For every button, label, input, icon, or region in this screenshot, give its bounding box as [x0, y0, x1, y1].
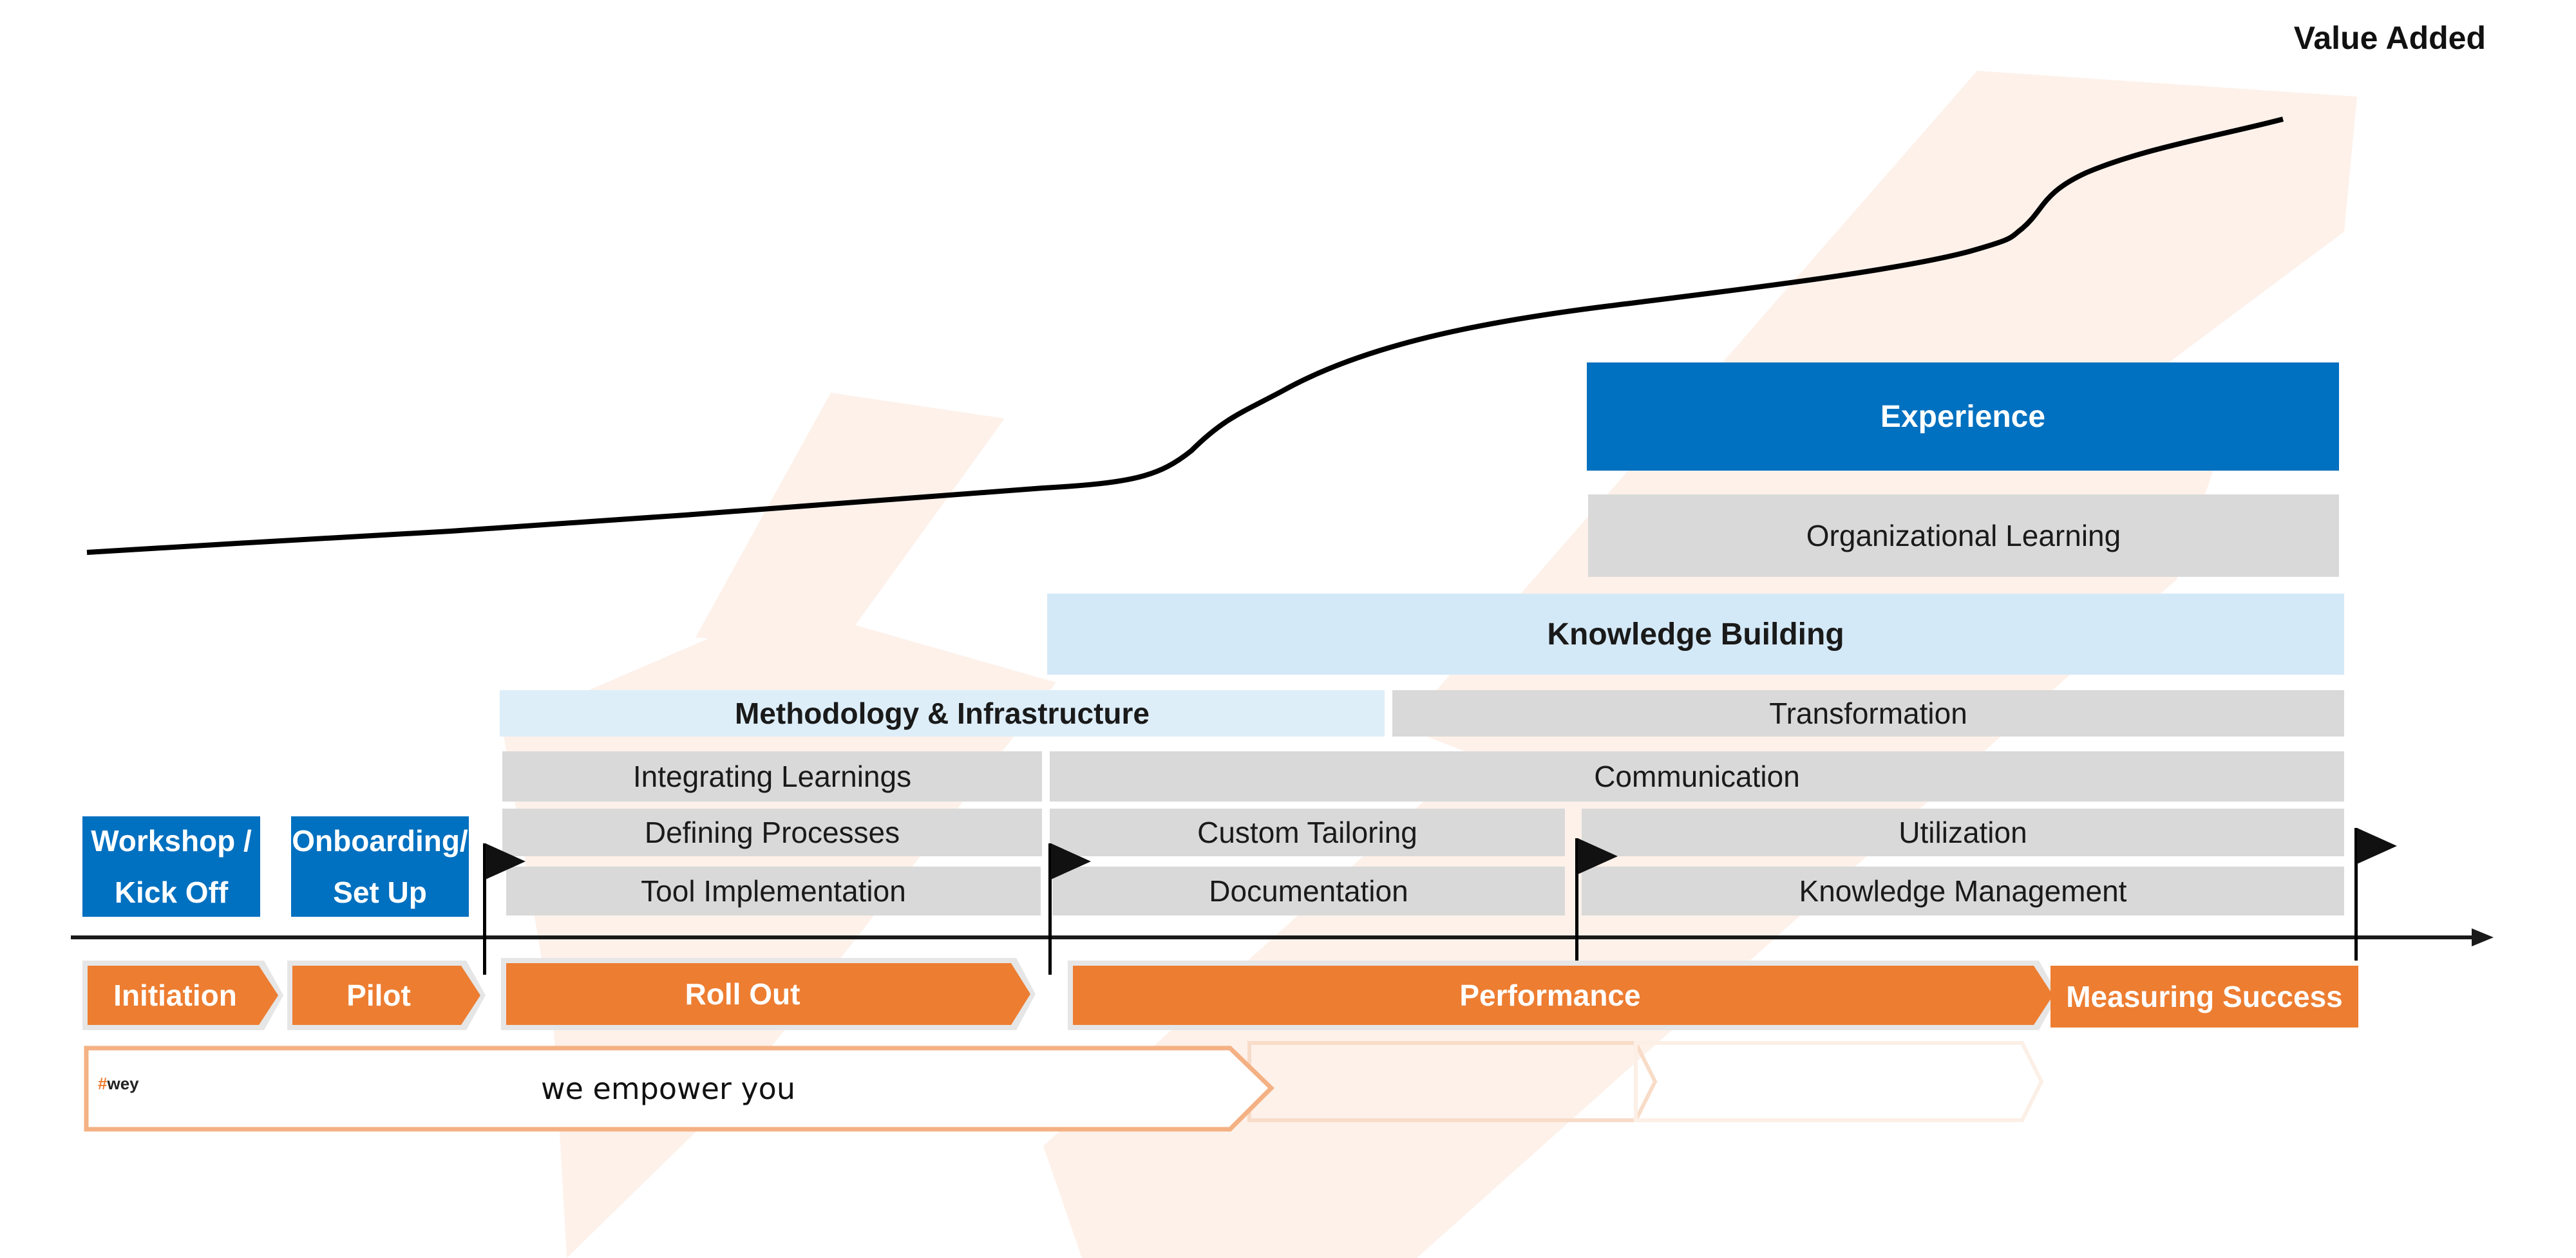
- phase-pilot: Pilot: [292, 966, 480, 1025]
- onboarding-setup-box: Onboarding/ Set Up: [291, 816, 469, 917]
- transformation-block: Transformation: [1392, 690, 2344, 737]
- defining-processes-block: Defining Processes: [502, 809, 1042, 856]
- workshop-line-2: Kick Off: [114, 876, 229, 909]
- phase-performance: Performance: [1073, 966, 2053, 1025]
- wey-logo-hash: #: [98, 1074, 108, 1093]
- milestone-flag-3-icon: [1578, 838, 1618, 874]
- tool-implementation-block: Tool Implementation: [506, 867, 1041, 915]
- phase-measuring-success: Measuring Success: [2050, 966, 2358, 1028]
- tagline-text: we empower you: [541, 1071, 795, 1106]
- timeline-arrowhead: [2472, 928, 2494, 946]
- workshop-kickoff-box: Workshop / Kick Off: [82, 816, 260, 917]
- knowledge-building-block: Knowledge Building: [1047, 594, 2344, 675]
- wey-logo: #wey: [98, 1074, 139, 1094]
- wey-logo-text: wey: [107, 1074, 139, 1093]
- milestone-flag-1-icon: [486, 843, 526, 879]
- integrating-learnings-block: Integrating Learnings: [502, 751, 1042, 802]
- documentation-block: Documentation: [1052, 867, 1565, 915]
- banner-ghost-3: [1634, 1041, 2044, 1122]
- custom-tailoring-block: Custom Tailoring: [1050, 809, 1565, 856]
- value-added-label: Value Added: [2293, 20, 2486, 56]
- milestone-flag-4-pole: [2354, 828, 2358, 961]
- tagline-banner: [84, 1046, 1274, 1132]
- milestone-flag-2-pole: [1048, 843, 1052, 975]
- onboarding-line-1: Onboarding/: [292, 824, 468, 858]
- methodology-block: Methodology & Infrastructure: [500, 690, 1385, 737]
- phase-initiation: Initiation: [88, 966, 278, 1025]
- onboarding-line-2: Set Up: [333, 876, 427, 909]
- milestone-flag-1-pole: [483, 843, 486, 975]
- milestone-flag-4-icon: [2357, 828, 2397, 864]
- phase-rollout: Roll Out: [506, 963, 1030, 1025]
- knowledge-management-block: Knowledge Management: [1582, 867, 2344, 915]
- value-curve: [86, 117, 2284, 555]
- organizational-learning-block: Organizational Learning: [1588, 494, 2339, 577]
- workshop-line-1: Workshop /: [91, 824, 252, 858]
- utilization-block: Utilization: [1582, 809, 2344, 856]
- communication-block: Communication: [1050, 751, 2344, 802]
- milestone-flag-2-icon: [1051, 843, 1091, 879]
- experience-block: Experience: [1587, 362, 2339, 471]
- milestone-flag-3-pole: [1575, 838, 1578, 975]
